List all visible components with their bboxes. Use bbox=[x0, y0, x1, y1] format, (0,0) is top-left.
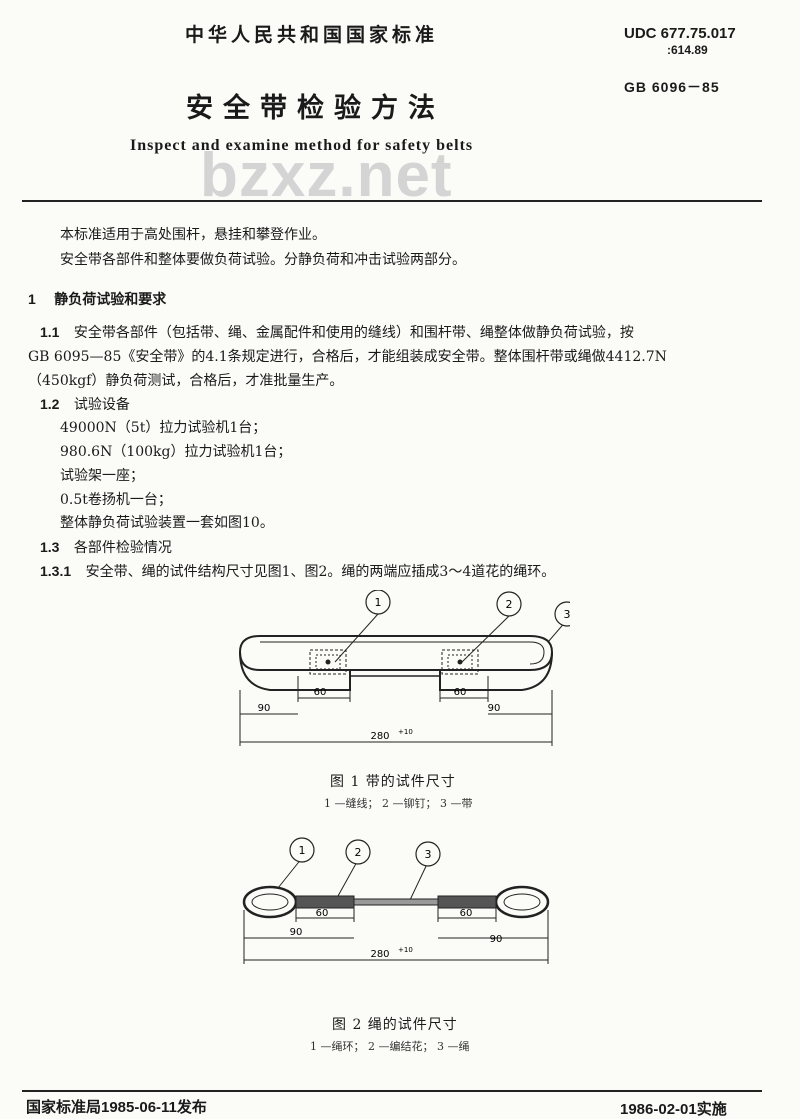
callout-circle bbox=[554, 601, 570, 627]
dimension-60: 60 bbox=[454, 687, 467, 698]
dimension-280: 280 bbox=[370, 731, 389, 742]
clause-1-1-line-3: （450kgf）静负荷测试，合格后，才准批量生产。 bbox=[28, 373, 344, 389]
figure-2-legend: 1 —绳环； 2 —编结花； 3 —绳 bbox=[310, 1040, 470, 1053]
callout-circle bbox=[345, 839, 371, 865]
clause-1-2-heading: 1.2 试验设备 bbox=[40, 394, 130, 414]
callout-circle bbox=[365, 590, 391, 615]
document-title: 安全带检验方法 bbox=[186, 93, 445, 124]
dimension-90: 90 bbox=[488, 703, 501, 714]
callout-circle bbox=[415, 841, 441, 867]
dimension-tolerance: +10 bbox=[398, 728, 413, 736]
effective-date: 1986-02-01实施 bbox=[620, 1101, 727, 1118]
footer-divider bbox=[22, 1090, 762, 1092]
watermark: bzxz.net bbox=[200, 141, 453, 210]
figure-1-caption: 图 1 带的试件尺寸 bbox=[330, 774, 456, 790]
callout-circle bbox=[496, 591, 522, 617]
equipment-item: 试验架一座； bbox=[60, 468, 144, 484]
dimension-60: 60 bbox=[460, 908, 473, 919]
equipment-item: 49000N（5t）拉力试验机1台； bbox=[60, 420, 267, 436]
intro-paragraph-1: 本标准适用于高处围杆，悬挂和攀登作业。 bbox=[60, 227, 326, 243]
document-title-english: Inspect and examine method for safety be… bbox=[130, 137, 474, 154]
figure-1-legend: 1 —缝线； 2 —铆钉； 3 —带 bbox=[324, 797, 473, 810]
figure-2-caption: 图 2 绳的试件尺寸 bbox=[332, 1017, 458, 1033]
figure-2-rope-diagram: 1 2 3 60 60 90 90 280 +10 bbox=[242, 837, 550, 964]
udc-code-cont: :614.89 bbox=[667, 43, 708, 57]
issuer-heading: 中华人民共和国国家标准 bbox=[185, 24, 439, 46]
clause-1-1-line-2: GB 6095—85《安全带》的4.1条规定进行，合格后，才能组装成安全带。整体… bbox=[28, 349, 667, 365]
clause-1-3-heading: 1.3 各部件检验情况 bbox=[40, 537, 172, 557]
equipment-item: 整体静负荷试验装置一套如图10。 bbox=[60, 515, 274, 531]
clause-number: 1.3 bbox=[40, 539, 60, 555]
equipment-item: 980.6N（100kg）拉力试验机1台； bbox=[60, 444, 292, 460]
section-title: 静负荷试验和要求 bbox=[54, 292, 167, 308]
dimension-90: 90 bbox=[290, 927, 303, 938]
clause-text: 安全带、绳的试件结构尺寸见图1、图2。绳的两端应插成3～4道花的绳环。 bbox=[85, 564, 556, 580]
callout-label: 1 bbox=[375, 596, 382, 609]
clause-number: 1.2 bbox=[40, 396, 60, 412]
clause-number: 1.3.1 bbox=[40, 563, 72, 579]
callout-label: 2 bbox=[506, 598, 513, 611]
figure-1-belt-diagram: 1 2 3 60 60 90 90 280 +10 bbox=[238, 590, 571, 746]
section-1-heading: 1 静负荷试验和要求 bbox=[28, 289, 166, 309]
section-number: 1 bbox=[28, 291, 36, 307]
standard-number: GB 6096－85 bbox=[624, 79, 720, 95]
intro-paragraph-2: 安全带各部件和整体要做负荷试验。分静负荷和冲击试验两部分。 bbox=[60, 252, 466, 268]
callout-label: 1 bbox=[299, 844, 306, 857]
clause-1-1-line-1: 1.1 安全带各部件（包括带、绳、金属配件和使用的缝线）和围杆带、绳整体做静负荷… bbox=[40, 322, 634, 342]
callout-label: 3 bbox=[564, 608, 571, 621]
dimension-90: 90 bbox=[490, 934, 503, 945]
clause-number: 1.1 bbox=[40, 324, 60, 340]
clause-1-3-1: 1.3.1 安全带、绳的试件结构尺寸见图1、图2。绳的两端应插成3～4道花的绳环… bbox=[40, 561, 555, 581]
equipment-item: 0.5t卷扬机一台； bbox=[60, 492, 172, 508]
dimension-60: 60 bbox=[316, 908, 329, 919]
clause-text: 安全带各部件（包括带、绳、金属配件和使用的缝线）和围杆带、绳整体做静负荷试验，按 bbox=[73, 325, 634, 341]
dimension-90: 90 bbox=[258, 703, 271, 714]
header-divider bbox=[22, 200, 762, 202]
callout-circle bbox=[289, 837, 315, 863]
udc-code: UDC 677.75.017 bbox=[624, 25, 736, 42]
callout-label: 2 bbox=[355, 846, 362, 859]
callout-label: 3 bbox=[425, 848, 432, 861]
clause-title: 试验设备 bbox=[73, 397, 130, 413]
dimension-280: 280 bbox=[370, 949, 389, 960]
dimension-tolerance: +10 bbox=[398, 946, 413, 954]
issue-date: 国家标准局1985-06-11发布 bbox=[26, 1099, 207, 1116]
dimension-60: 60 bbox=[314, 687, 327, 698]
clause-title: 各部件检验情况 bbox=[73, 540, 172, 556]
